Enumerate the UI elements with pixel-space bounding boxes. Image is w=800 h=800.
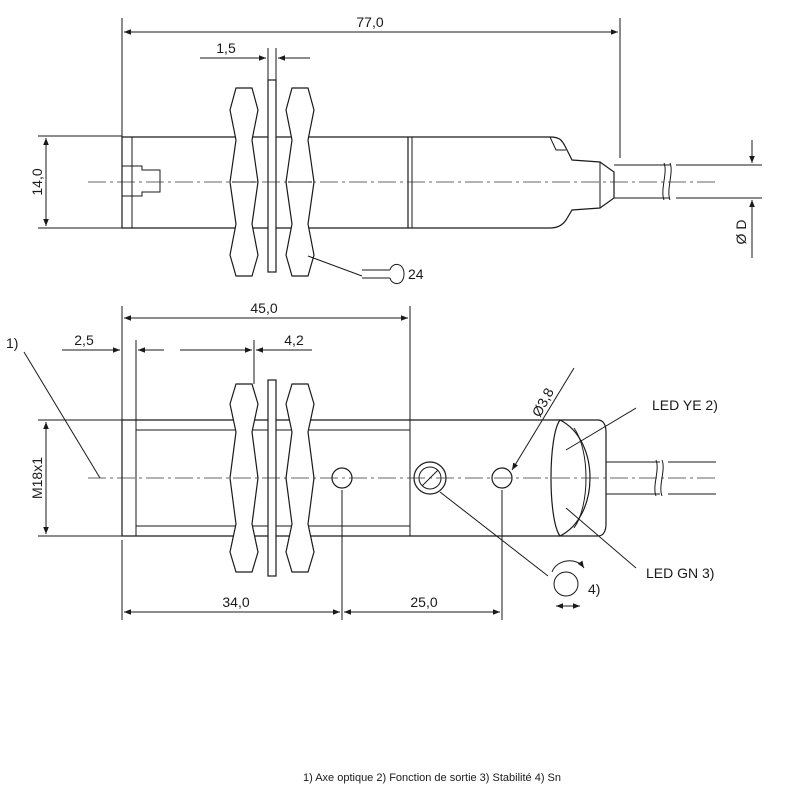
adjust-knob-icon xyxy=(553,571,579,597)
dimension-thread: M18x1 xyxy=(29,419,136,537)
slot xyxy=(122,165,161,197)
led-ye-label: LED YE 2) xyxy=(652,397,718,413)
callout-adjust: 4) xyxy=(439,491,600,609)
callout-4-label: 4) xyxy=(588,581,600,597)
callout-led-gn: LED GN 3) xyxy=(565,507,714,581)
dimension-height: 14,0 xyxy=(29,135,122,229)
wrench-icon xyxy=(362,264,405,284)
led-lens xyxy=(550,419,591,537)
dimension-front: 2,5 xyxy=(62,332,164,428)
washer-top xyxy=(267,79,277,273)
led-gn-label: LED GN 3) xyxy=(646,565,714,581)
cable xyxy=(614,162,716,201)
dim-thread-label: M18x1 xyxy=(29,457,45,499)
dim-overall-length-label: 77,0 xyxy=(356,14,383,30)
dim-washer-label: 1,5 xyxy=(216,40,236,56)
wrench-size-label: 24 xyxy=(408,266,424,282)
footnote: 1) Axe optique 2) Fonction de sortie 3) … xyxy=(303,772,561,784)
callout-1-label: 1) xyxy=(6,335,18,351)
dim-height-label: 14,0 xyxy=(29,168,45,195)
dim-nut-label: 4,2 xyxy=(284,332,304,348)
dimension-washer: 1,5 xyxy=(200,40,310,80)
sensor-body-top xyxy=(121,136,615,229)
top-view: 77,0 1,5 14,0 xyxy=(29,14,762,284)
dim-to-hole-label: 34,0 xyxy=(222,594,249,610)
callout-led-ye: LED YE 2) xyxy=(565,397,718,451)
dim-front-label: 2,5 xyxy=(74,332,94,348)
dim-thread-length-label: 45,0 xyxy=(250,300,277,316)
dim-cable-label: Ø D xyxy=(733,220,749,245)
callout-optical-axis: 1) xyxy=(6,335,101,479)
dimension-nut: 4,2 xyxy=(180,332,312,384)
dim-hole-spacing-label: 25,0 xyxy=(410,594,437,610)
side-view: 45,0 2,5 4,2 1) M18x1 xyxy=(6,300,718,620)
dimension-cable-diameter: Ø D xyxy=(676,140,762,258)
dimension-hole-positions: 34,0 25,0 xyxy=(121,490,503,620)
wrench-callout: 24 xyxy=(307,255,424,284)
dimension-thread-length: 45,0 xyxy=(121,300,411,424)
dimension-overall-length: 77,0 xyxy=(121,14,621,158)
